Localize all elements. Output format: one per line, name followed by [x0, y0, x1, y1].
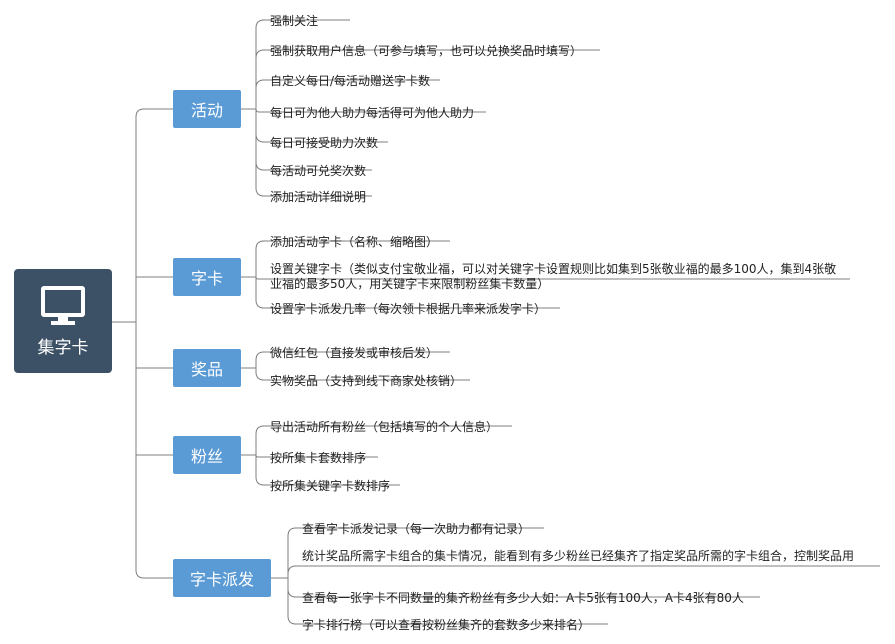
leaf-item[interactable]: 查看字卡派发记录（每一次助力都有记录）: [302, 522, 531, 536]
leaf-connector: [255, 108, 262, 113]
leaf-item[interactable]: 每日可为他人助力每活得可为他人助力: [270, 106, 475, 120]
leaf-connector: [255, 109, 265, 197]
leaf-item[interactable]: 添加活动字卡（名称、缩略图）: [270, 235, 439, 249]
leaf-connector: [255, 277, 265, 309]
leaf-connector: [287, 578, 297, 625]
leaf-connector: [255, 109, 265, 143]
leaf-connector: [255, 79, 265, 109]
leaf-item[interactable]: 实物奖品（支持到线下商家处核销）: [270, 374, 463, 388]
leaf-item[interactable]: 导出活动所有粉丝（包括填写的个人信息）: [270, 420, 499, 434]
leaf-item[interactable]: 设置关键字卡（类似支付宝敬业福，可以对关键字卡设置规则比如集到5张敬业福的最多1…: [270, 262, 837, 291]
leaf-connector: [255, 454, 262, 458]
leaf-item[interactable]: 微信红包（直接发或审核后发）: [270, 346, 439, 360]
leaf-item[interactable]: 按所集关键字卡数排序: [270, 479, 391, 493]
branch-node[interactable]: 活动: [173, 90, 241, 128]
branch-node[interactable]: 奖品: [173, 349, 241, 387]
leaf-item[interactable]: 统计奖品所需字卡组合的集卡情况，能看到有多少粉丝已经集齐了指定奖品所需的字卡组合…: [302, 549, 855, 563]
leaf-item[interactable]: 字卡排行榜（可以查看按粉丝集齐的套数多少来排名）: [302, 618, 591, 632]
leaf-connector: [255, 240, 265, 277]
leaf-connector: [255, 351, 265, 368]
root-spine-bottom: [135, 322, 173, 579]
leaf-connector: [287, 565, 297, 578]
branch-node[interactable]: 字卡: [173, 258, 241, 296]
leaf-connector: [255, 19, 265, 109]
leaf-item[interactable]: 强制关注: [270, 14, 319, 28]
monitor-icon: [41, 285, 85, 325]
leaf-connector: [255, 455, 265, 486]
leaf-connector: [255, 368, 265, 381]
leaf-item[interactable]: 添加活动详细说明: [270, 190, 367, 204]
leaf-item[interactable]: 查看每一张字卡不同数量的集齐粉丝有多少人如：A卡5张有100人，A卡4张有80人: [302, 591, 744, 605]
branch-node[interactable]: 字卡派发: [173, 559, 271, 597]
leaf-connector: [255, 276, 262, 280]
leaf-item[interactable]: 按所集卡套数排序: [270, 451, 367, 465]
leaf-item[interactable]: 强制获取用户信息（可参与填写，也可以兑换奖品时填写）: [270, 44, 583, 58]
leaf-item[interactable]: 每活动可兑奖次数: [270, 164, 367, 178]
root-title: 集字卡: [37, 337, 89, 358]
leaf-item[interactable]: 设置字卡派发几率（每次领卡根据几率来派发字卡）: [270, 302, 547, 316]
root-node[interactable]: 集字卡: [14, 269, 112, 373]
leaf-connector: [255, 425, 265, 455]
leaf-connector: [287, 578, 297, 598]
leaf-item[interactable]: 自定义每日/每活动赠送字卡数: [270, 74, 431, 88]
leaf-item[interactable]: 每日可接受助力次数: [270, 136, 379, 150]
leaf-connector: [287, 527, 297, 578]
root-spine-top: [135, 108, 173, 322]
branch-node[interactable]: 粉丝: [173, 436, 241, 474]
